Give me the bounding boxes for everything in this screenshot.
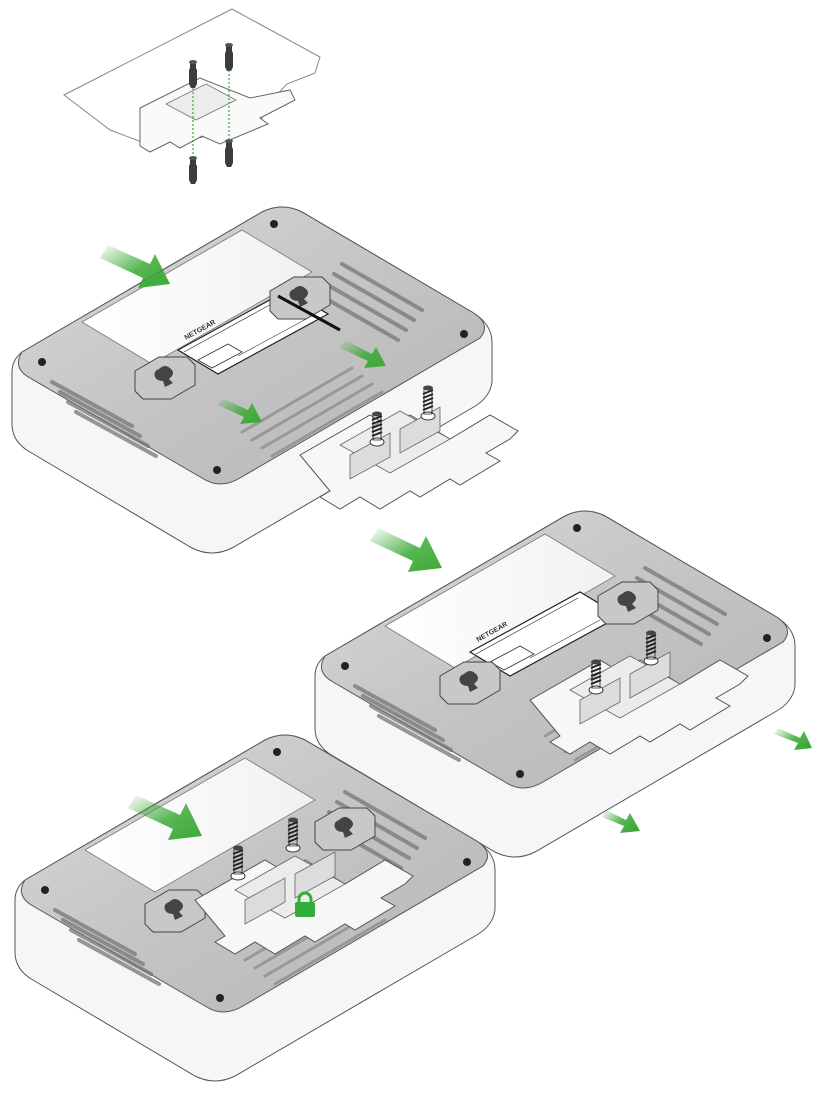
step2-ap-unit: NETGEAR: [12, 207, 492, 553]
screw-icon: [189, 139, 233, 184]
step1-ceiling-mount: [64, 9, 320, 184]
